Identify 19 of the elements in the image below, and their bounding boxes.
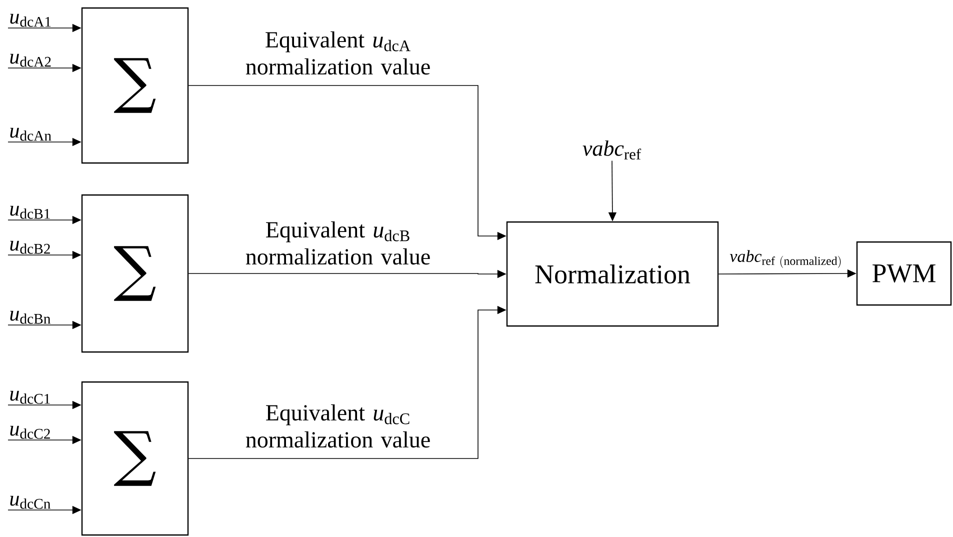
edge-label: Equivalent u$_{dcC}$ normalization value [246, 404, 430, 448]
input-label: u$_{dcB2}$ [10, 240, 50, 254]
summation-box: ∑ [81, 381, 189, 536]
input-label: u$_{dcC2}$ [10, 426, 50, 439]
edge-label: Equivalent u$_{dcA}$ normalization value [246, 31, 430, 75]
input-label: u$_{dcCn}$ [10, 496, 50, 509]
process-box: PWM [856, 241, 952, 306]
input-label: u$_{dcA1}$ [10, 14, 51, 27]
input-label: u$_{dcA2}$ [10, 54, 51, 67]
edge-label: Equivalent u$_{dcB}$ normalization value [246, 221, 430, 265]
input-label: u$_{dcB1}$ [10, 206, 50, 219]
input-label: u$_{dcAn}$ [10, 128, 52, 141]
edge-label: $\mathit{vabc}_{\mathrm{ref\ (normalized)}}$ [730, 250, 841, 268]
signal-label: vabc$_{ref}$ [582, 140, 642, 160]
summation-box: ∑ [81, 7, 189, 164]
process-box: Normalization [506, 221, 719, 327]
input-label: u$_{dcC1}$ [10, 390, 50, 404]
input-label: u$_{dcBn}$ [10, 310, 50, 324]
summation-box: ∑ [81, 194, 189, 353]
